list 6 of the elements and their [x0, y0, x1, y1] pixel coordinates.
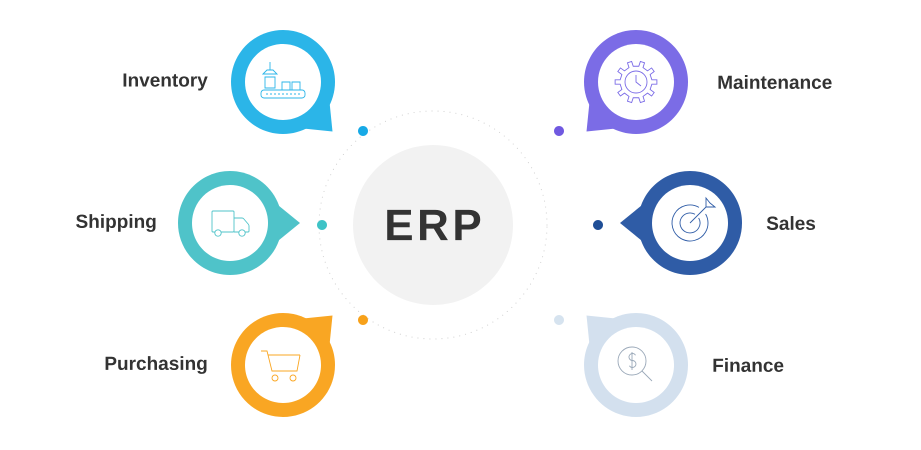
module-label: Purchasing [106, 356, 207, 374]
module-label: Inventory [124, 74, 208, 90]
module-label: Finance [713, 358, 784, 372]
module-label: Shipping [76, 214, 156, 232]
module-label: Maintenance [718, 75, 832, 89]
module-label: Sales [766, 216, 816, 230]
